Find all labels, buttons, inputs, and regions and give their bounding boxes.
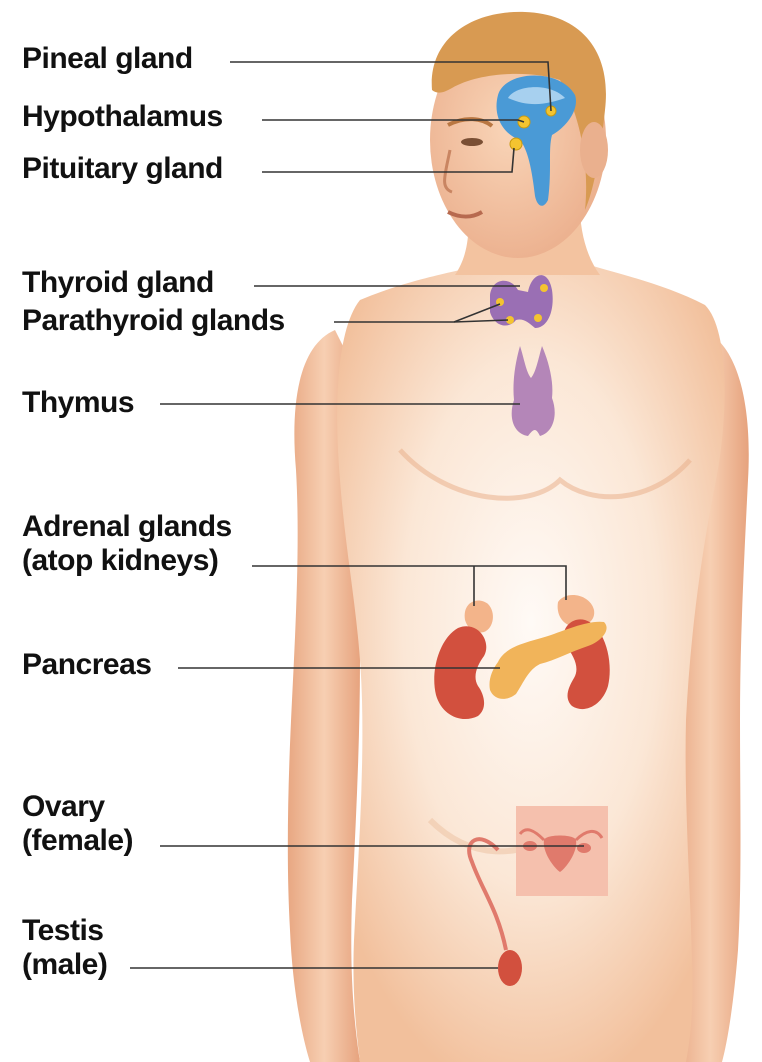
label-thymus: Thymus bbox=[22, 386, 134, 420]
label-testis-line2: (male) bbox=[22, 948, 107, 982]
label-testis: Testis (male) bbox=[22, 914, 107, 982]
human-body bbox=[288, 12, 749, 1062]
parathyroid-gland-dot bbox=[534, 314, 542, 322]
label-thyroid-gland: Thyroid gland bbox=[22, 266, 214, 300]
label-ovary-line2: (female) bbox=[22, 824, 133, 858]
label-testis-line1: Testis bbox=[22, 914, 107, 948]
label-pituitary-gland: Pituitary gland bbox=[22, 152, 223, 186]
label-adrenal-line2: (atop kidneys) bbox=[22, 544, 232, 578]
pituitary-gland-dot bbox=[510, 138, 522, 150]
label-parathyroid-glands: Parathyroid glands bbox=[22, 304, 285, 338]
label-pineal-gland: Pineal gland bbox=[22, 42, 193, 76]
eye bbox=[461, 138, 483, 146]
label-ovary: Ovary (female) bbox=[22, 790, 133, 858]
label-adrenal-line1: Adrenal glands bbox=[22, 510, 232, 544]
label-adrenal-glands: Adrenal glands (atop kidneys) bbox=[22, 510, 232, 578]
ear bbox=[580, 122, 608, 178]
parathyroid-gland-dot bbox=[540, 284, 548, 292]
label-pancreas: Pancreas bbox=[22, 648, 151, 682]
label-ovary-line1: Ovary bbox=[22, 790, 133, 824]
ovary-right bbox=[577, 843, 591, 853]
label-hypothalamus: Hypothalamus bbox=[22, 100, 223, 134]
testis bbox=[498, 950, 522, 986]
